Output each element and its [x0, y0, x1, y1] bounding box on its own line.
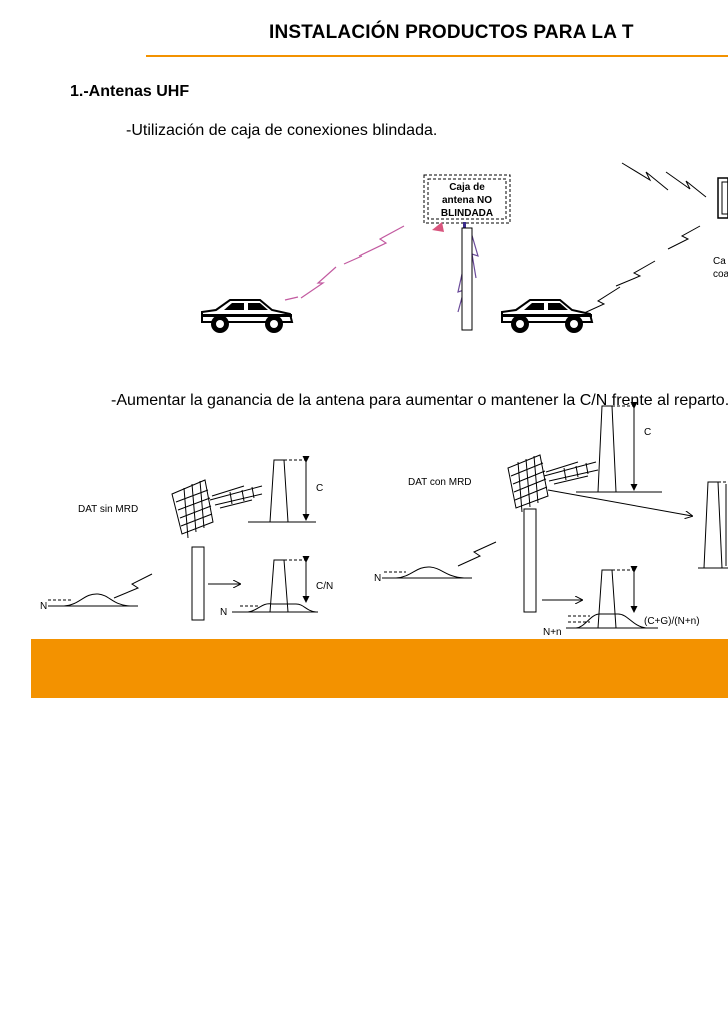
cable-label-line-1: Ca [713, 256, 726, 267]
signal-bar-cn [232, 556, 318, 613]
antenna-mast-icon [461, 227, 473, 331]
signal-bar-partial [698, 481, 728, 569]
label-cn-left: C/N [316, 581, 333, 592]
yagi-antenna-icon [507, 454, 599, 513]
noise-spectrum-input-right [382, 566, 472, 579]
cable-label-line-2: coa [713, 269, 728, 280]
antenna-mast-icon [523, 508, 537, 613]
section-heading: 1.-Antenas UHF [70, 83, 190, 100]
label-c-left: C [316, 483, 323, 494]
bullet-antenna-gain: -Aumentar la ganancia de la antena para … [111, 392, 728, 409]
noise-spectrum-input [48, 593, 138, 607]
tv-antenna-icon [717, 177, 728, 219]
footer-band [31, 639, 728, 698]
title-underline [146, 55, 728, 57]
car-icon [501, 299, 594, 333]
car-icon [201, 299, 294, 333]
signal-leak-icon [432, 222, 444, 232]
unshielded-box-label: Caja de antena NO BLINDADA [423, 174, 511, 224]
connector-icon [463, 222, 466, 230]
label-cg-over-nn: (C+G)/(N+n) [644, 616, 700, 627]
label-n-input-left: N [40, 601, 47, 612]
signal-bar-c [248, 456, 316, 523]
label-c-right: C [644, 427, 651, 438]
label-n-plus-n: N+n [543, 627, 562, 638]
box-label-line-2: antena NO [442, 195, 492, 206]
page-title: INSTALACIÓN PRODUCTOS PARA LA T [269, 22, 634, 43]
signal-bar-cg-nn [566, 566, 658, 629]
label-n-output-left: N [220, 607, 227, 618]
lightning-bolt-icon [113, 573, 153, 599]
lightning-bolt-icon [581, 162, 707, 315]
label-n-input-right: N [374, 573, 381, 584]
box-label-line-3: BLINDADA [441, 208, 493, 219]
arrow-to-next [547, 489, 692, 516]
label-dat-con-mrd: DAT con MRD [408, 477, 472, 488]
lightning-bolt-icon [457, 541, 497, 567]
label-dat-sin-mrd: DAT sin MRD [78, 504, 138, 515]
bullet-shielded-box: -Utilización de caja de conexiones blind… [126, 122, 438, 139]
signal-bar-c-right [576, 402, 662, 493]
box-label-line-1: Caja de [449, 182, 485, 193]
yagi-antenna-icon [171, 479, 263, 539]
lightning-bolt-icon [284, 225, 479, 313]
antenna-mast-icon [191, 546, 205, 621]
